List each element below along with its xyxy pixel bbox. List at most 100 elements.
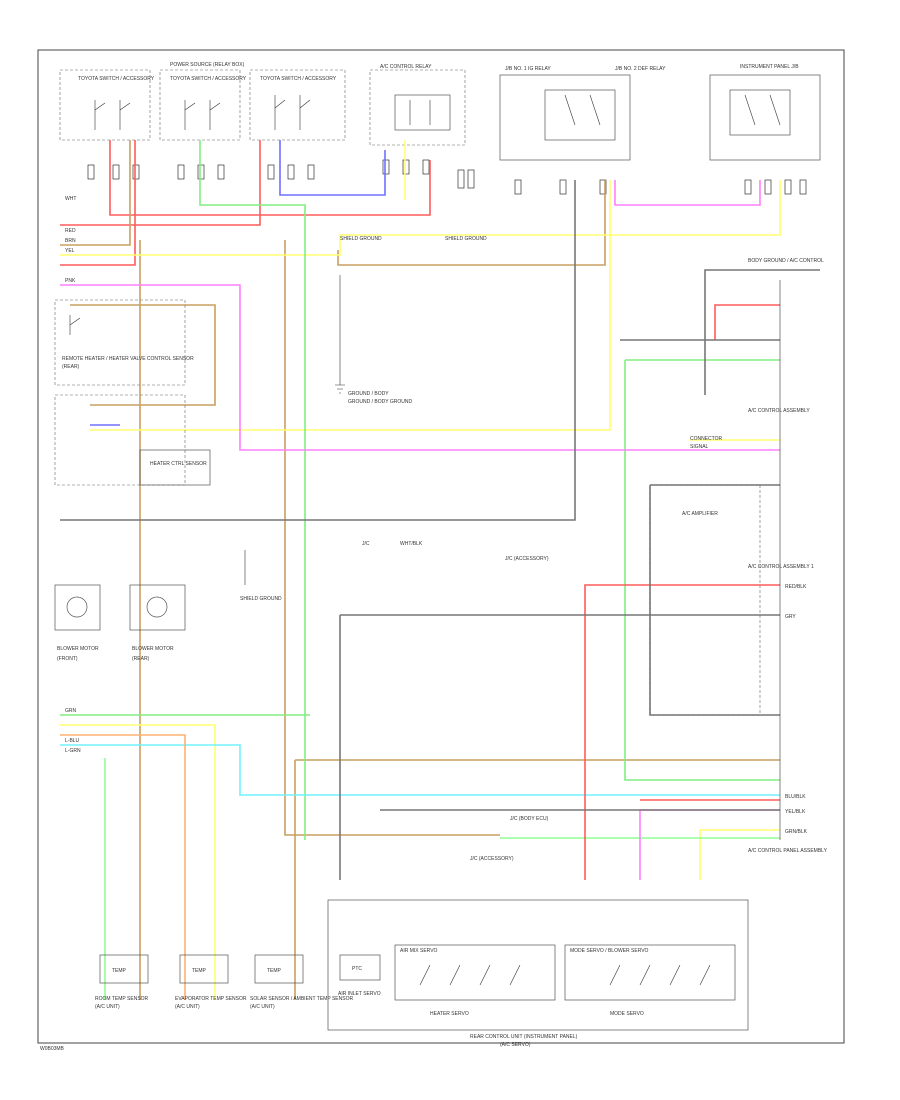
amp-pin-1-label: CONNECTOR	[690, 436, 723, 442]
top-jb-2-label: J/B NO. 2 DEF RELAY	[615, 66, 666, 72]
servo-1-label: HEATER SERVO	[430, 1011, 469, 1017]
ground-a-label: SHIELD GROUND	[340, 236, 382, 242]
jb-1-relay	[544, 89, 616, 141]
wire-yel-1	[60, 180, 781, 256]
top-switch-1-label: TOYOTA SWITCH / ACCESSORY	[78, 76, 155, 82]
right-control-2-label: A/C CONTROL ASSEMBLY	[748, 408, 810, 414]
ground-b-label: SHIELD GROUND	[445, 236, 487, 242]
bottom-sensor-3-label: SOLAR SENSOR / AMBIENT TEMP SENSOR	[250, 996, 353, 1002]
top-switch-3-box	[249, 69, 346, 141]
tag-blu-blk: BLU/BLK	[785, 794, 806, 800]
blower-motor-1-label: BLOWER MOTOR	[57, 646, 99, 652]
servo-1-box	[394, 944, 556, 1001]
switch-1-contacts	[94, 100, 131, 130]
wire-blu-1	[279, 140, 386, 196]
blower-motor-2-sub: (REAR)	[132, 656, 150, 662]
wire-pnk-2	[614, 180, 761, 206]
tag-pnk: PNK	[65, 278, 76, 284]
wire-orn-1	[60, 734, 186, 1000]
wire-grn-1	[199, 140, 306, 840]
wire-red-4	[584, 584, 780, 880]
tag-gry: GRY	[785, 614, 796, 620]
heater-ctrl-box	[139, 449, 211, 486]
tag-wht: WHT	[65, 196, 76, 202]
top-switch-2-label: TOYOTA SWITCH / ACCESSORY	[170, 76, 247, 82]
top-right-panel-label: INSTRUMENT PANEL J/B	[740, 64, 799, 70]
bottom-sensor-2-label: EVAPORATOR TEMP SENSOR	[175, 996, 247, 1002]
sensor-box-2-text: TEMP	[192, 968, 207, 974]
wire-red-2	[109, 140, 431, 216]
tag-brn: BRN	[65, 238, 76, 244]
wire-red-1	[60, 140, 136, 266]
servo-2-text: MODE SERVO / BLOWER SERVO	[570, 948, 649, 954]
tag-grn-blk: GRN/BLK	[785, 829, 808, 835]
top-switch-3-label: TOYOTA SWITCH / ACCESSORY	[260, 76, 337, 82]
left-sensor-sub: (REAR)	[62, 364, 80, 370]
blower-motor-2-box	[129, 584, 186, 631]
right-control-3-label: A/C CONTROL ASSEMBLY 1	[748, 564, 814, 570]
bottom-sensor-3-sub: (A/C UNIT)	[250, 1004, 275, 1010]
tag-lgrn: L-GRN	[65, 748, 81, 754]
bottom-servo-box: REAR CONTROL UNIT (INSTRUMENT PANEL) (A/…	[327, 899, 749, 1048]
sensor-box-3-text: TEMP	[267, 968, 282, 974]
tag-grn: GRN	[65, 708, 77, 714]
bottom-sensor-3-box	[254, 954, 304, 984]
wire-red-5	[714, 304, 780, 340]
top-relay-label: A/C CONTROL RELAY	[380, 64, 432, 70]
top-relay-box	[369, 69, 466, 146]
servo-left-note: AIR INLET SERVO	[338, 991, 381, 997]
wire-yel-3	[60, 724, 216, 1000]
left-sensor-box	[54, 299, 186, 386]
wire-lblu-1	[60, 744, 780, 796]
bottom-sensor-1-label: ROOM TEMP SENSOR	[95, 996, 149, 1002]
bottom-sensor-2-box	[179, 954, 229, 984]
top-right-panel-box	[709, 74, 821, 161]
left-blocks: REMOTE HEATER / HEATER VALVE CONTROL SEN…	[54, 299, 282, 662]
right-amp-section: A/C AMPLIFIER BODY GROUND / A/C CONTROL …	[649, 258, 828, 854]
tag-wht-blk: WHT/BLK	[400, 541, 423, 547]
servo-sensor-text: PTC	[352, 966, 362, 972]
wire-grn-4	[624, 360, 780, 781]
wire-brn-4	[337, 180, 606, 266]
bottom-box-title: REAR CONTROL UNIT (INSTRUMENT PANEL)	[470, 1034, 578, 1040]
switch-2-contacts	[184, 100, 221, 130]
wire-gry-5	[704, 269, 820, 395]
mid-connector-label: J/C	[362, 541, 370, 547]
ground-mid-label: GROUND / BODY	[348, 391, 389, 397]
wire-brn-1	[60, 140, 131, 246]
servo-2-label: MODE SERVO	[610, 1011, 644, 1017]
top-fuse-group-label: POWER SOURCE (RELAY BOX)	[170, 62, 245, 68]
mid-section: GROUND / BODY GROUND / BODY GROUND SHIEL…	[335, 236, 549, 862]
right-control-1-label: BODY GROUND / A/C CONTROL	[748, 258, 824, 264]
servo-sensor-box	[339, 954, 381, 981]
left-sensor-label: REMOTE HEATER / HEATER VALVE CONTROL SEN…	[62, 356, 194, 362]
wire-brn-7	[70, 304, 216, 406]
lower-connector-label: J/C (ACCESSORY)	[505, 556, 549, 562]
bottom-sensor-1-box	[99, 954, 149, 984]
wire-pnk-1	[60, 284, 780, 451]
top-jb-1-box	[499, 74, 631, 161]
lower-junction-sub: J/C (ACCESSORY)	[470, 856, 514, 862]
servo-1-text: AIR MIX SERVO	[400, 948, 438, 954]
amp-label: A/C AMPLIFIER	[682, 511, 718, 517]
bottom-sensor-2-sub: (A/C UNIT)	[175, 1004, 200, 1010]
top-switch-1-box	[59, 69, 151, 141]
tag-yel-blk: YEL/BLK	[785, 809, 806, 815]
footer-id: W0B03MB	[40, 1046, 65, 1052]
switch-3-contacts	[274, 95, 311, 130]
tag-red: RED	[65, 228, 76, 234]
servo-2-box	[564, 944, 736, 1001]
top-jb-1-label: J/B NO. 1 IG RELAY	[505, 66, 551, 72]
right-panel-relay	[729, 89, 791, 136]
lower-junction-label: J/C (BODY ECU)	[510, 816, 549, 822]
bottom-sensors: TEMP ROOM TEMP SENSOR (A/C UNIT) TEMP EV…	[95, 954, 353, 1010]
rear-control-unit-box	[327, 899, 749, 1031]
wire-yel-2	[90, 180, 611, 431]
amp-box	[649, 484, 761, 716]
wire-gry-4	[649, 484, 780, 716]
wire-brn-3	[284, 240, 500, 836]
relay-inner	[394, 94, 451, 131]
blower-motor-1-sub: (FRONT)	[57, 656, 78, 662]
blower-motor-1-box	[54, 584, 101, 631]
